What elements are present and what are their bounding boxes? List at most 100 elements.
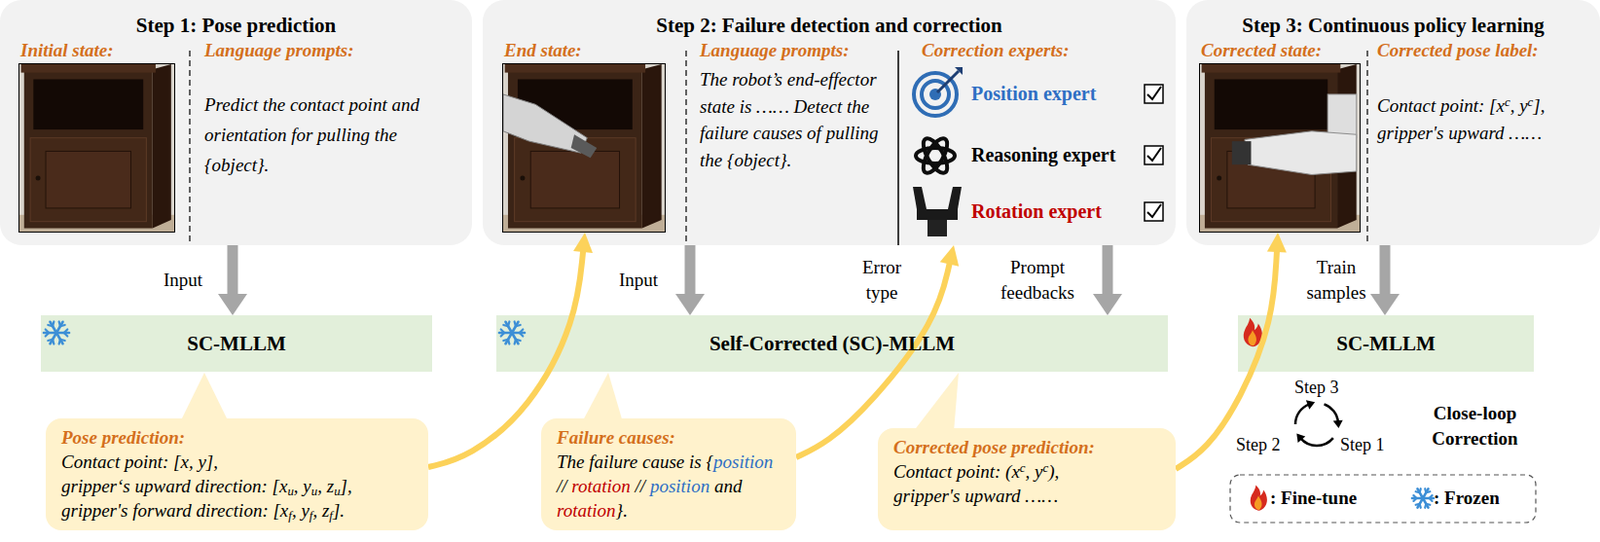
photo-part: [19, 64, 175, 232]
text-run: Contact point: (x: [893, 461, 1020, 482]
dart-tail: [954, 67, 963, 75]
callout-tail: [180, 372, 229, 423]
callout-body: [877, 428, 1176, 531]
text-run: Position expert: [971, 82, 1096, 105]
snowflake-branch: [1425, 504, 1430, 506]
snowflake-branch: [64, 329, 68, 333]
target-dart: [937, 71, 959, 93]
snowflake-branch: [514, 321, 516, 327]
text-run: Language prompts:: [204, 39, 355, 61]
prompt-text: The robot’s end-effector state is …… Det…: [699, 66, 895, 174]
text-run: The robot’s end-effector state is …… Det…: [699, 69, 878, 171]
callout-text: Contact point: [x, y],: [61, 449, 415, 474]
checkbox-frame: [1144, 145, 1164, 165]
text-run: SC-MLLM: [186, 331, 287, 356]
photo-part: [30, 138, 146, 222]
state-image: End state:: [502, 63, 666, 233]
text-run: , y: [1510, 95, 1528, 116]
step-panel: Step 1: Pose predictionInitial state:: [0, 0, 473, 246]
photo-part: [45, 150, 131, 208]
snowflake-branch: [52, 339, 54, 345]
checkbox-tick: [1147, 86, 1162, 100]
state-image: Corrected state:: [1199, 63, 1361, 233]
state-heading: Corrected state:: [1200, 39, 1322, 62]
panel-fill: [0, 0, 473, 246]
connector-group: [1175, 232, 1287, 470]
photo-part: [519, 175, 525, 181]
flame-outer: [1250, 484, 1268, 510]
state-photo: [1200, 64, 1360, 232]
snowflake-branch: [59, 321, 61, 327]
text-run: Close-loop Correction: [1431, 402, 1518, 449]
arrowhead: [1267, 232, 1287, 254]
photo-part: [1201, 64, 1342, 73]
dashed-divider: [188, 50, 190, 246]
checkbox-tick: [1147, 204, 1162, 218]
fills: [0, 0, 1600, 372]
model-name: SC-MLLM: [186, 330, 287, 357]
output-callout: Corrected pose prediction:Contact point:…: [877, 428, 1176, 531]
snowflake-spoke: [511, 332, 519, 344]
prompt-text: Predict the contact point and orientatio…: [204, 89, 460, 181]
bar-fill: [1237, 315, 1534, 372]
label-heading: Corrected pose label:: [1377, 39, 1539, 62]
cycle-step: Step 1: [1340, 435, 1385, 456]
solid-divider: [897, 50, 900, 246]
text-run: Reasoning expert: [971, 144, 1116, 166]
input-arrow: [1380, 245, 1391, 296]
cycle-step: Step 3: [1294, 377, 1340, 399]
callout-heading: Pose prediction:: [61, 425, 415, 450]
text-run: , y: [291, 500, 310, 521]
snowflake-spoke: [50, 332, 58, 344]
photo-part: [571, 134, 598, 158]
snowflake-spoke: [511, 322, 519, 333]
model-bar: SC-MLLM: [1237, 315, 1534, 372]
state-heading: End state:: [504, 39, 582, 62]
photo-part: [1214, 78, 1328, 130]
text-run: Corrected state:: [1200, 39, 1322, 61]
snowflake-icon: [43, 321, 70, 344]
text-run: , y: [293, 475, 312, 497]
callout-body: [541, 418, 797, 531]
arrowhead: [573, 232, 593, 254]
callout-tail: [581, 372, 623, 423]
flame-inner: [1247, 329, 1257, 346]
text-run: position: [713, 451, 773, 473]
text-run: c: [1042, 460, 1049, 475]
text-run: f: [328, 508, 333, 523]
text-run: //: [556, 475, 572, 497]
cycle-icon: [1295, 400, 1344, 446]
text-run: The failure cause is {: [556, 451, 714, 473]
photo-part: [503, 64, 665, 232]
text-run: Correction experts:: [921, 39, 1069, 61]
text-run: ],: [340, 475, 353, 497]
text-run: Step 2: [1236, 435, 1281, 455]
flame-outer: [1243, 318, 1263, 347]
edge-label: Train samples: [1304, 254, 1369, 306]
text-run: End state:: [504, 39, 582, 61]
photo-part: [508, 69, 643, 228]
snowflake-branch: [1429, 495, 1433, 499]
panel-fill: [482, 0, 1176, 246]
legend-box: [1230, 474, 1536, 523]
snowflake-branch: [60, 339, 66, 341]
photo-part: [1327, 94, 1357, 139]
text-run: f: [288, 508, 292, 523]
checkbox: [1144, 202, 1164, 221]
text-run: u: [311, 483, 318, 499]
snowflake-branch: [1424, 488, 1426, 493]
legend-text: : Fine-tune: [1270, 487, 1357, 510]
photo-part: [21, 64, 156, 73]
callout-heading: Corrected pose prediction:: [893, 435, 1163, 460]
callout-text: The failure cause is {position // rotati…: [556, 449, 783, 523]
snowflake-branch: [45, 332, 49, 336]
callout-text: gripper‘s upward direction: [xu, yu, zu]…: [61, 473, 415, 499]
text-run: , y: [1025, 461, 1044, 482]
photo-part: [530, 150, 619, 208]
cycle-head: [1296, 434, 1306, 443]
snowflake-branch: [503, 325, 509, 327]
gripper-palm: [916, 209, 958, 220]
photo-part: [152, 64, 172, 229]
snowflake-spoke: [1418, 498, 1424, 509]
